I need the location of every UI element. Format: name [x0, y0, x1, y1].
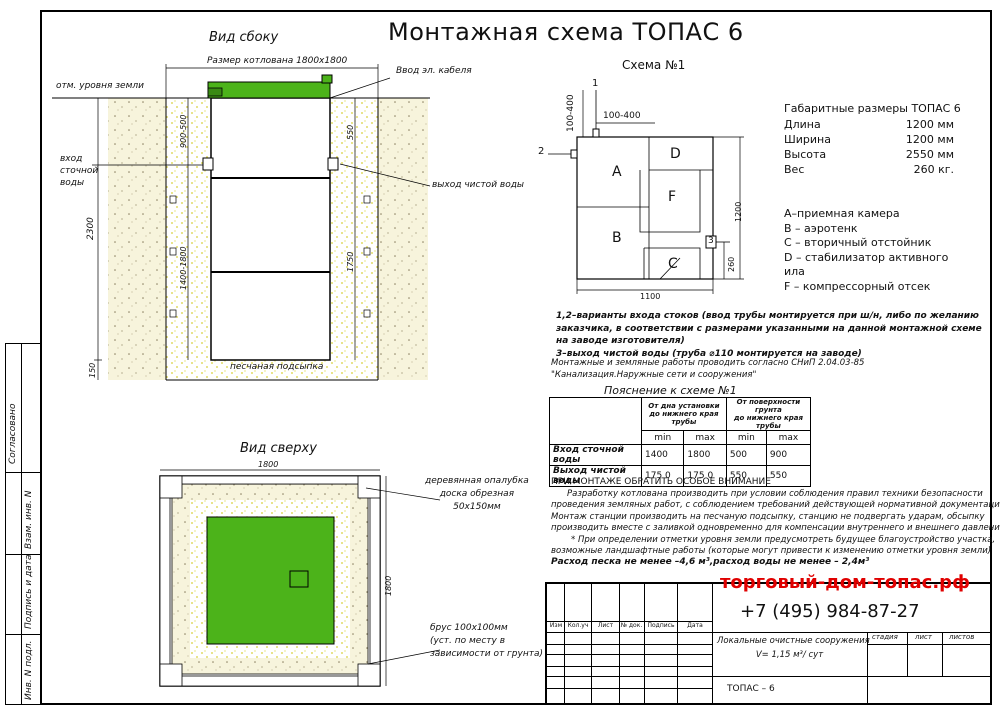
dim-150: 150 — [88, 362, 97, 378]
attention-heading: ПРИ МОНТАЖЕ ОБРАТИТЬ ОСОБОЕ ВНИМАНИЕ — [551, 477, 771, 487]
zone-b: B — [612, 230, 622, 246]
ground-level-label: отм. уровня земли — [56, 81, 144, 91]
scheme-1-drawing — [548, 90, 744, 294]
site-url: торговый-дом-топас.рф — [720, 572, 970, 593]
side-view-heading: Вид сбоку — [209, 30, 279, 45]
product-name: Локальные очистные сооружения — [717, 636, 870, 646]
top-view-heading: Вид сверху — [240, 441, 317, 456]
model-label: ТОПАС – 6 — [727, 684, 775, 694]
marker-1: 1 — [592, 78, 599, 89]
side-stamp-strip: Согласовано Взам. инв. N Подпись и дата … — [5, 343, 41, 705]
sand-bed-label: песчаная подсыпка — [230, 362, 324, 372]
inlet-notes: 1,2–варианты входа стоков (ввод трубы мо… — [556, 311, 982, 359]
legend-item: F – компрессорный отсек — [784, 279, 931, 293]
legend-item: B – аэротенк — [784, 221, 858, 235]
dim-1800-top: 1800 — [258, 460, 279, 469]
table-row: Вход сточной воды 1400 1800 500 900 — [549, 444, 812, 466]
dim-2300: 2300 — [86, 217, 96, 240]
dim-1750: 1750 — [346, 251, 355, 272]
dim-1200: 1200 — [734, 201, 743, 222]
legend-item: C – вторичный отстойник — [784, 236, 932, 249]
phone-number: +7 (495) 984-87-27 — [740, 601, 920, 622]
explanation-heading: Пояснение к схеме №1 — [604, 384, 737, 397]
norms-note: Монтажные и земляные работы проводить со… — [551, 358, 865, 380]
legend-item: ила — [784, 265, 805, 278]
scheme-heading: Схема №1 — [622, 58, 686, 72]
title-block: Изм Кол.уч Лист № док. Подпись Дата стад… — [545, 582, 992, 705]
dim-900-500: 900-500 — [179, 114, 188, 148]
beam-label: брус 100х100мм (уст. по месту в зависимо… — [430, 623, 543, 659]
dim-1400-1800: 1400-1800 — [179, 246, 188, 290]
pit-size-label: Размер котлована 1800х1800 — [207, 56, 348, 66]
cable-entry-label: Ввод эл. кабеля — [396, 66, 472, 76]
zone-a: A — [612, 164, 622, 180]
dim-100-400-h: 100-400 — [603, 111, 641, 121]
attention-text: Разработку котлована производить при усл… — [551, 489, 1000, 568]
table-row: Выход чистой воды 175 0 175 0 550 550 — [549, 465, 812, 487]
page-title: Монтажная схема ТОПАС 6 — [388, 18, 744, 46]
dim-1100: 1100 — [640, 292, 661, 301]
side-view-drawing — [52, 64, 431, 381]
legend-item: A–приемная камера — [784, 207, 900, 220]
outlet-label: выход чистой воды — [432, 180, 525, 190]
product-volume: V= 1,15 м³/ сут — [755, 650, 824, 660]
zone-legend: A–приемная камера B – аэротенк C – втори… — [784, 207, 948, 294]
formwork-label: деревянная опалубка доска обрезная 50х15… — [425, 476, 529, 512]
dim-550: 550 — [346, 124, 355, 140]
dimensions-heading: Габаритные размеры ТОПАС 6 — [784, 102, 961, 115]
legend-item: D – стабилизатор активного — [784, 250, 949, 264]
inlet-label: вход сточной воды — [60, 154, 99, 188]
drawing-frame — [40, 10, 992, 705]
zone-c: C — [668, 256, 678, 272]
dim-260: 260 — [727, 256, 736, 272]
marker-2: 2 — [538, 146, 545, 157]
marker-3: 3 — [708, 236, 714, 246]
dim-1800-side: 1800 — [384, 575, 393, 596]
zone-d: D — [670, 146, 681, 162]
top-view-drawing — [159, 469, 441, 687]
zone-f: F — [668, 189, 677, 205]
dim-100-400-v: 100-400 — [566, 94, 576, 132]
